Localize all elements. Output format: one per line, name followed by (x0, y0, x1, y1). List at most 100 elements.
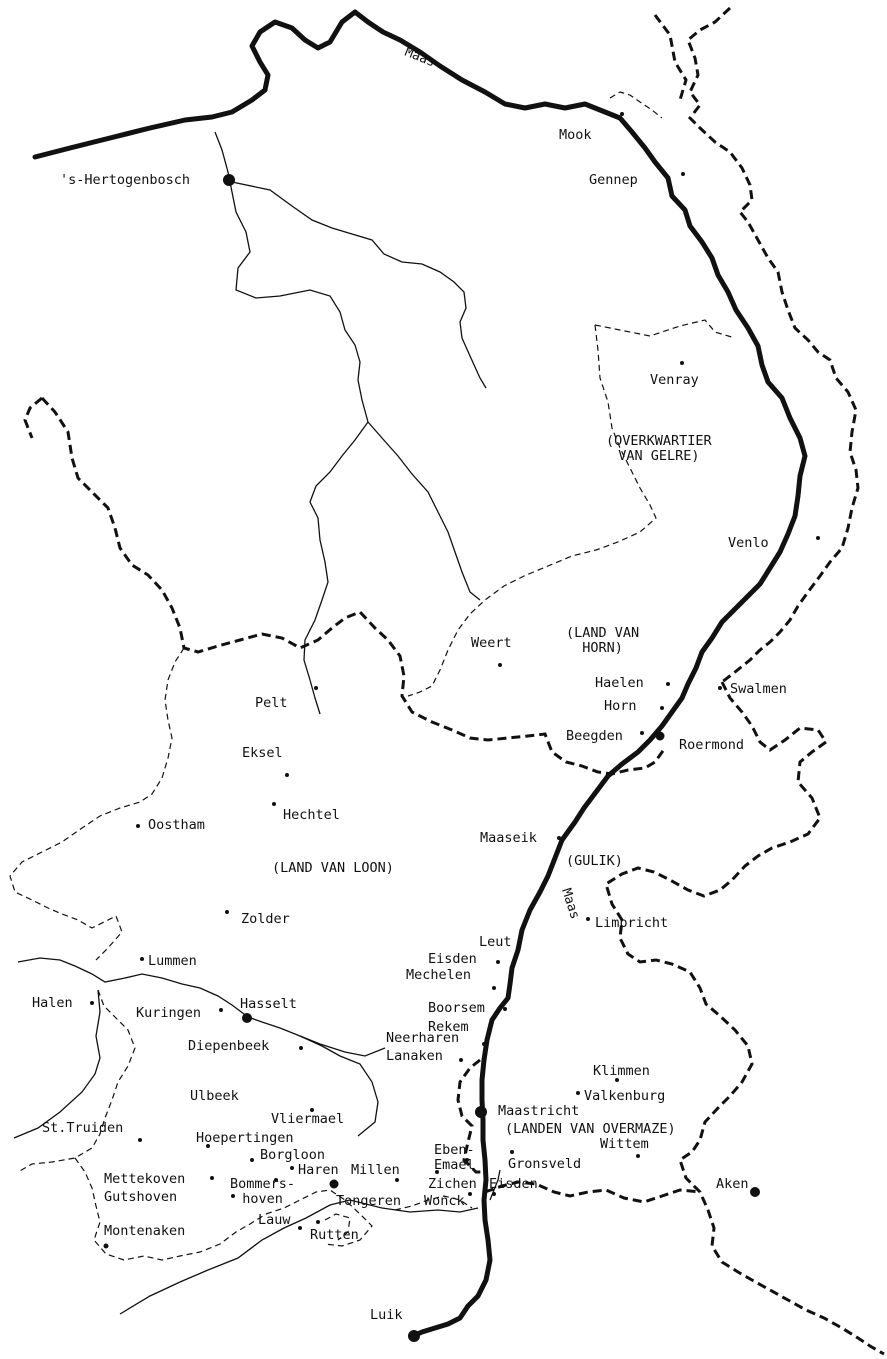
marker-haelen (666, 682, 670, 686)
marker-bommershoven (274, 1178, 278, 1182)
boundary-tongeren (265, 1189, 373, 1247)
jeker-river (119, 1199, 479, 1315)
label-eben-emael: Eben- Emael (434, 1142, 475, 1173)
label-oostham: Oostham (148, 817, 205, 833)
label-eisden-south: Eisden (489, 1176, 538, 1192)
label-gennep: Gennep (589, 172, 638, 188)
label-mook: Mook (559, 127, 592, 143)
marker-mook (620, 112, 624, 116)
marker-zichen (435, 1170, 439, 1174)
herk-river (13, 989, 101, 1139)
label-horn: Horn (604, 698, 637, 714)
marker-diepenbeek (299, 1046, 303, 1050)
marker-oostham (136, 824, 140, 828)
label-hechtel: Hechtel (283, 807, 340, 823)
region-land-van-loon: (LAND VAN LOON) (272, 860, 394, 876)
boundary-south (484, 1180, 701, 1204)
region-landen-van-overmaze: (LANDEN VAN OVERMAZE) (505, 1121, 676, 1137)
marker-klimmen (615, 1078, 619, 1082)
aa-river (231, 181, 487, 389)
marker-roermond (655, 731, 665, 741)
label-eksel: Eksel (242, 745, 283, 761)
label-neerharen: Neerharen (386, 1030, 460, 1046)
marker-eisden-n (496, 960, 500, 964)
marker-limbricht (586, 917, 590, 921)
region-overkwartier: (OVERKWARTIER VAN GELRE) (606, 433, 712, 464)
label-rutten: Rutten (310, 1227, 359, 1243)
boundary-halen (17, 989, 136, 1173)
label-gronsveld: Gronsveld (508, 1156, 582, 1172)
marker-st-truiden (138, 1138, 142, 1142)
label-venlo: Venlo (728, 535, 769, 551)
marker-montenaken (103, 1243, 109, 1249)
marker-lauw (298, 1226, 302, 1230)
label-rekem: Rekem (428, 1019, 469, 1035)
label-bommershoven: Bommers- hoven (230, 1176, 296, 1207)
marker-borgloon (250, 1158, 254, 1162)
marker-valkenburg (576, 1091, 580, 1095)
marker-vliermael (310, 1108, 314, 1112)
marker-lummen (140, 957, 144, 961)
marker-aken (750, 1187, 760, 1197)
label-mettekoven: Mettekoven (104, 1171, 186, 1187)
marker-leut (514, 953, 518, 957)
label-luik: Luik (370, 1307, 403, 1323)
marker-rutten (316, 1220, 320, 1224)
marker-wittem (636, 1154, 640, 1158)
boundary-top-east (653, 14, 688, 101)
label-roermond: Roermond (679, 737, 745, 753)
dommel-river (214, 131, 369, 423)
boundary-brabant-loon (40, 396, 667, 776)
marker-eksel (285, 773, 289, 777)
label-maaseik: Maaseik (480, 830, 537, 846)
marker-neerharen (482, 1042, 486, 1046)
label-borgloon: Borgloon (260, 1147, 326, 1163)
label-vliermael: Vliermael (271, 1111, 345, 1127)
marker-hechtel (272, 802, 276, 806)
boundary-overkwartier (594, 319, 736, 339)
marker-venlo (816, 536, 820, 540)
label-lanaken: Lanaken (386, 1048, 443, 1064)
boundary-maastricht (456, 1058, 484, 1174)
marker-gutshoven (231, 1194, 235, 1198)
region-gulik: (GULIK) (566, 853, 623, 869)
marker-eben-emael (465, 1158, 469, 1162)
label-st-truiden: St.Truiden (42, 1120, 124, 1136)
demer-tributary (299, 1035, 379, 1137)
label-diepenbeek: Diepenbeek (188, 1038, 270, 1054)
label-wonck: Wonck (424, 1193, 465, 1209)
marker-s-hertogenbosch (223, 174, 235, 186)
marker-pelt (314, 686, 318, 690)
marker-tongeren (329, 1179, 339, 1189)
marker-halen (90, 1001, 94, 1005)
label-valkenburg: Valkenburg (584, 1088, 666, 1104)
label-millen: Millen (351, 1162, 400, 1178)
marker-haren (290, 1166, 294, 1170)
marker-mechelen (492, 986, 496, 990)
label-hoepertingen: Hoepertingen (196, 1130, 294, 1146)
marker-gronsveld (510, 1150, 514, 1154)
label-maastricht: Maastricht (498, 1103, 580, 1119)
label-zolder: Zolder (241, 911, 290, 927)
marker-mettekoven (210, 1176, 214, 1180)
boundary-east-germany (686, 6, 860, 684)
marker-venray (680, 361, 684, 365)
boundary-wonck (394, 1195, 473, 1211)
label-haelen: Haelen (595, 675, 644, 691)
label-venray: Venray (650, 372, 699, 388)
marker-lanaken (459, 1058, 463, 1062)
label-mechelen: Mechelen (406, 967, 472, 983)
label-tongeren: Tongeren (336, 1193, 402, 1209)
label-hasselt: Hasselt (240, 996, 297, 1012)
boundary-west-loon (23, 396, 43, 439)
marker-maastricht (475, 1106, 487, 1118)
marker-wonck (468, 1192, 472, 1196)
label-zichen: Zichen (428, 1176, 477, 1192)
marker-kuringen (219, 1008, 223, 1012)
label-leut: Leut (479, 934, 512, 950)
marker-millen (395, 1178, 399, 1182)
marker-rekem (488, 1026, 492, 1030)
